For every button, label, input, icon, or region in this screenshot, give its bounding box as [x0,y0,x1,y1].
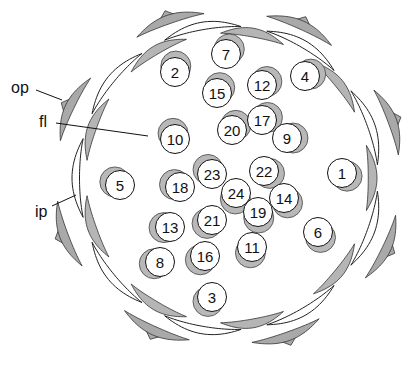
outer-piece [374,90,400,155]
circle-number: 22 [256,164,273,179]
circle-number: 2 [171,65,179,80]
part-label: ip [34,204,48,220]
outer-piece [56,201,82,266]
outer-piece [365,215,396,278]
numbered-circle: 7 [211,39,241,69]
circle-number: 21 [204,213,221,228]
numbered-circle: 9 [272,123,302,153]
numbered-circle: 22 [249,156,279,186]
circle-number: 12 [254,78,271,93]
inner-piece [165,316,241,335]
circle-number: 17 [254,113,271,128]
circle-number: 14 [276,191,293,206]
inner-piece [351,91,379,165]
numbered-circle: 1 [327,158,357,188]
numbered-circle: 16 [190,241,220,271]
circle-number: 20 [224,123,241,138]
circle-number: 8 [156,255,164,270]
circle-number: 6 [314,225,322,240]
numbered-circle: 6 [303,217,333,247]
circle-number: 10 [167,132,184,147]
numbered-circle: 12 [247,70,277,100]
inner-piece [92,242,142,302]
circle-number: 24 [228,186,245,201]
numbered-circle: 4 [290,61,320,91]
outer-piece [124,311,189,341]
part-label: op [10,80,30,96]
circle-shadows [100,34,362,316]
shaded-scale [85,196,109,257]
shaded-scale [221,311,284,328]
circle-number: 23 [204,167,221,182]
circle-number: 7 [222,47,230,62]
circle-number: 3 [208,290,216,305]
numbered-circle: 19 [243,197,273,227]
circle-number: 1 [338,166,346,181]
circle-number: 18 [172,180,189,195]
outer-piece [137,12,204,37]
inner-piece [267,285,334,324]
part-label: fl [38,114,48,130]
outer-piece [252,319,319,344]
circle-number: 13 [162,220,179,235]
numbered-circle: 14 [269,183,299,213]
circle-number: 4 [301,69,309,84]
outer-piece [267,16,332,46]
circle-number: 11 [244,240,260,255]
numbered-circle: 15 [202,78,232,108]
outer-pieces [55,11,401,346]
leader-line [56,123,148,136]
leader-lines [36,90,148,206]
inner-piece [351,191,379,265]
leader-line [36,90,62,100]
numbered-circle: 13 [155,212,185,242]
numbered-circle: 10 [160,124,190,154]
circle-number: 5 [116,178,124,193]
numbered-circle: 11 [237,232,267,262]
leader-line [52,195,76,206]
numbered-circle: 20 [217,115,247,145]
circle-number: 16 [197,249,214,264]
numbered-circle: 3 [197,282,227,312]
numbered-circle: 21 [197,205,227,235]
circle-number: 15 [209,86,226,101]
numbered-circle: 2 [160,57,190,87]
outer-piece [60,78,91,141]
inner-piece [92,53,142,113]
numbered-circle: 18 [165,172,195,202]
numbered-circle: 8 [145,247,175,277]
inner-piece [72,139,83,218]
shaded-scales [85,28,377,329]
circle-number: 9 [283,131,291,146]
numbered-circle: 5 [105,170,135,200]
inner-pieces [72,21,379,334]
circle-number: 19 [250,205,267,220]
